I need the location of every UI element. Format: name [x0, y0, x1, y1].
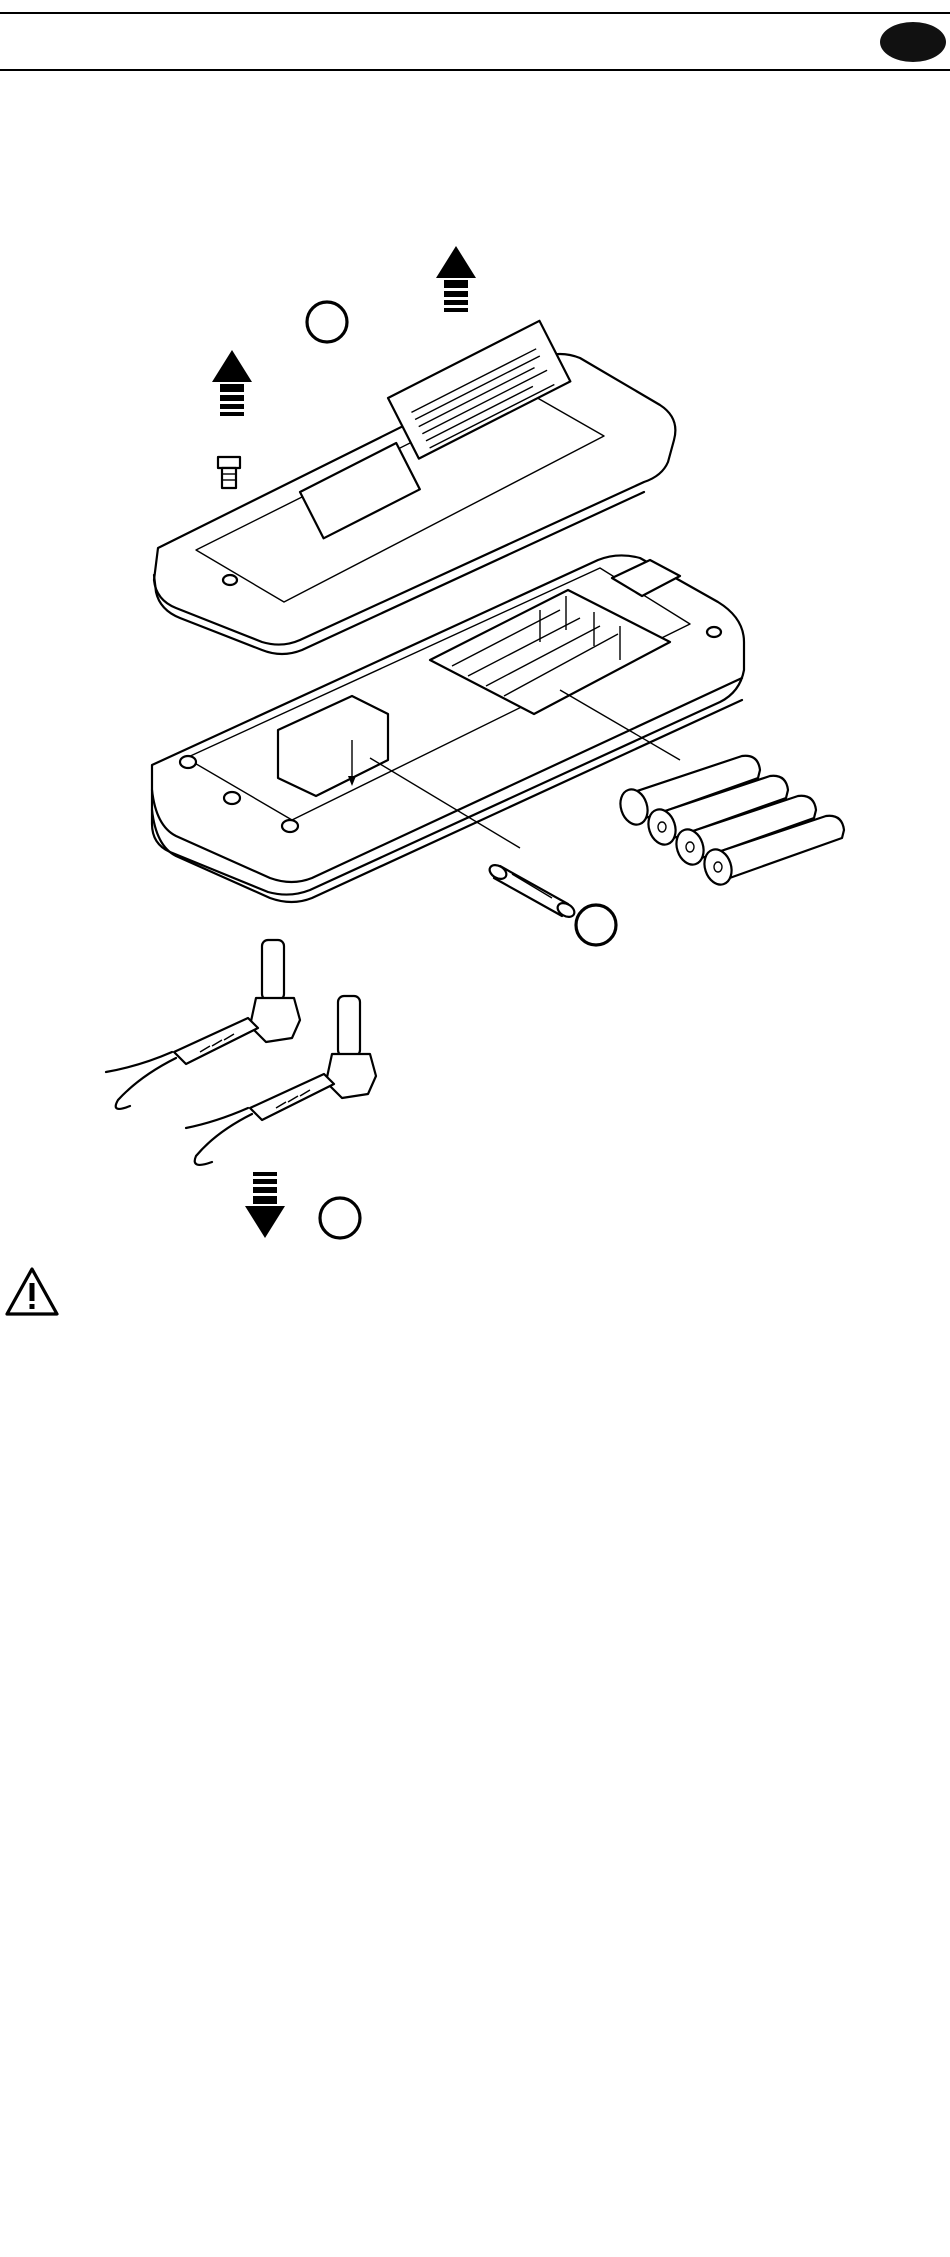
step-marker-probes	[320, 1198, 360, 1238]
screw	[218, 457, 240, 488]
fuse	[487, 862, 577, 919]
cover-screw-hole	[223, 575, 237, 585]
battery-fuse-replacement-diagram	[0, 230, 950, 1330]
header-bottom-rule	[0, 69, 950, 71]
step-marker-cover	[307, 302, 347, 342]
lift-arrow-left	[212, 350, 252, 416]
language-badge	[880, 22, 946, 62]
header-top-rule	[0, 12, 950, 14]
warning-triangle-icon	[4, 1266, 60, 1318]
test-probes	[106, 940, 376, 1165]
test-probe-1	[106, 940, 300, 1109]
batteries	[616, 756, 844, 888]
lift-arrow-right	[436, 246, 476, 312]
step-marker-fuse	[576, 905, 616, 945]
insert-arrow	[245, 1172, 285, 1238]
